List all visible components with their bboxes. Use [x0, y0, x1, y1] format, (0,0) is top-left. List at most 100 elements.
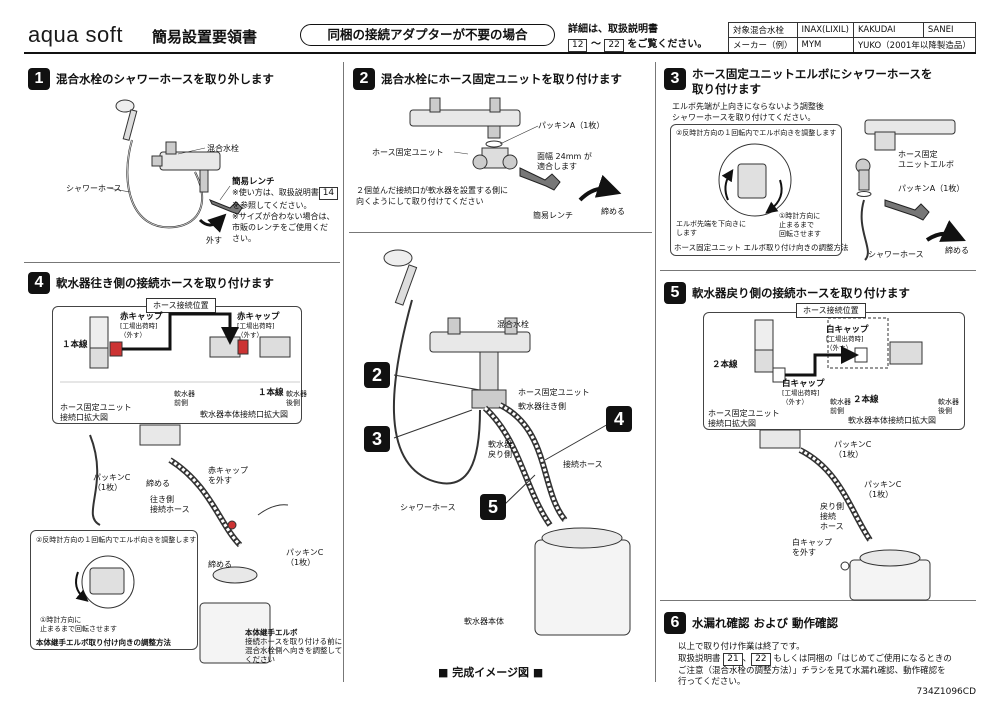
label-text: ホース固定ユニット [60, 403, 132, 412]
step-3-title: ホース固定ユニットエルボにシャワーホースを 取り付けます [692, 67, 932, 97]
label-packing-a: パッキンA（1枚） [898, 184, 965, 193]
label-width-2: 適合します [537, 162, 577, 171]
label-hose-fixing-unit: ホース固定ユニット [518, 388, 590, 397]
label-white-cap-remove: 白キャップ を外す [792, 538, 832, 558]
label-elbow: ホース固定 ユニットエルボ [898, 150, 954, 170]
ref-box: 21 [723, 653, 743, 666]
complete-image-illustration [383, 249, 631, 636]
label-text: 後側 [938, 407, 952, 415]
label-hose-fixing-unit: ホース固定ユニット [372, 148, 444, 157]
label-text: 軟水器 [938, 398, 959, 406]
label-text: 前側 [830, 407, 844, 415]
label-text: パッキンC [286, 548, 324, 557]
body-text: ご注意（混合水栓の調整方法）」チラシを見て水漏れ確認、動作確認を [678, 666, 946, 676]
body-view-caption: 軟水器本体接続口拡大図 [200, 410, 288, 419]
table-cell: SANEI [922, 22, 976, 38]
step-4-illustration [89, 424, 289, 664]
label-back: 軟水器 後側 [938, 398, 959, 416]
row-divider [24, 262, 340, 263]
body-text: 取扱説明書 [678, 654, 721, 664]
label-connection-hose: 接続ホース [563, 460, 603, 469]
label-text: ホース固定ユニット [708, 409, 780, 418]
note-text: ※サイズが合わない場合は、 [232, 212, 335, 221]
table-cell: INAX(LIXIL) [796, 22, 854, 38]
label-wrench: 簡易レンチ [533, 211, 573, 220]
label-wrench: 簡易レンチ [232, 177, 275, 187]
label-shower-hose: シャワーホース [868, 250, 924, 259]
label-tighten: 締める [945, 246, 969, 255]
marker-3: 3 [364, 426, 390, 452]
label-text: パッキンC [93, 473, 131, 482]
inset-text: 回転させます [779, 230, 821, 238]
step-5-connection-diagram [754, 317, 923, 383]
body-elbow-diagram [75, 555, 135, 609]
label-packing-c2: パッキンC （1枚） [286, 548, 323, 568]
body-elbow-note: 本体継手エルボ 接続ホースを取り付ける前に 混合水栓側へ向きを調整して ください [245, 628, 342, 664]
table-cell: 対象混合水栓 [728, 22, 798, 38]
document-code: 734Z1096CD [916, 687, 976, 697]
red-cap-left: 赤キャップ [工場出荷時] （外す） [120, 313, 163, 340]
column-divider [655, 62, 656, 682]
inset-text: 止まるまで [779, 221, 814, 229]
label-text: 戻り側 [488, 450, 512, 459]
body-text: もしくは同梱の「はじめてご使用になるときの [773, 654, 952, 664]
label-supply-side: 軟水器往き側 [518, 402, 566, 411]
label-text: 軟水器 [174, 390, 195, 398]
ref-page-from: 12 [568, 39, 588, 52]
note-text: ※使い方は、取扱説明書 [232, 188, 319, 197]
label-tighten-2: 締める [208, 560, 232, 569]
inset-bottom: ①時計方向に 止まるまで回転させます [40, 616, 117, 634]
note-text: を参照してください。 [232, 201, 312, 210]
body-view-caption: 軟水器本体接続口拡大図 [848, 416, 936, 425]
step-1-title: 混合水栓のシャワーホースを取り外します [56, 72, 274, 86]
label-text: （外す） [782, 398, 808, 406]
step-2-illustration [409, 97, 622, 202]
step-2-title: 混合水栓にホース固定ユニットを取り付けます [381, 72, 622, 86]
header-divider [24, 52, 976, 54]
step-4-number: 4 [28, 272, 50, 294]
step-2-note: ２個並んだ接続口が軟水器を設置する側に 向くようにして取り付けてください [356, 185, 508, 207]
label-packing-c-2: パッキンC （1枚） [864, 480, 901, 500]
unit-view-caption: ホース固定ユニット 接続口拡大図 [708, 409, 780, 429]
label-text: 接続 [820, 512, 836, 521]
label-one-line: １本線 [62, 340, 88, 350]
inset-caption: 本体継手エルボ取り付け向きの調整方法 [36, 638, 171, 647]
complete-image-caption: ■ 完成イメージ図 ■ [438, 666, 544, 679]
label-width-1: 面幅 24mm が [537, 152, 592, 161]
label-text: を外す [208, 476, 232, 485]
label-text: （1枚） [93, 483, 123, 492]
table-cell: KAKUDAI [852, 22, 924, 38]
note-ref-box: 14 [318, 187, 339, 200]
ref-line1: 詳細は、取扱説明書 [568, 24, 658, 35]
label-text: [工場出荷時] [782, 389, 820, 397]
label-front: 軟水器 前側 [830, 398, 851, 416]
inset-text: エルボ先端を下向きに [676, 220, 746, 228]
step-3-illustration [855, 119, 966, 261]
label-red-cap-remove: 赤キャップ を外す [208, 466, 248, 486]
label-text: 白キャップ [826, 325, 869, 335]
label-faucet: 混合水栓 [207, 144, 239, 153]
label-text: （外す） [826, 344, 852, 352]
label-text: 混合水栓側へ向きを調整して [245, 646, 343, 655]
label-text: 往き側 [150, 495, 174, 504]
label-packing-a: パッキンA（1枚） [538, 121, 605, 130]
note-text: シャワーホースを取り付けてください。 [672, 113, 816, 122]
note-text: エルボ先端が上向きにならないよう調整後 [672, 102, 824, 111]
label-front: 軟水器 前側 [174, 390, 195, 408]
step-1-illustration [107, 99, 243, 233]
step-5-illustration [759, 429, 931, 601]
marker-5: 5 [480, 494, 506, 520]
table-cell: メーカー（例） [728, 37, 798, 53]
label-shower-hose: シャワーホース [400, 503, 456, 512]
label-text: 接続口拡大図 [708, 419, 756, 428]
step-6-body: 以上で取り付け作業は終了です。 取扱説明書 21、22 もしくは同梱の「はじめて… [678, 642, 978, 688]
table-row: 対象混合水栓 INAX(LIXIL) KAKUDAI SANEI [728, 22, 976, 38]
inset-top-text: ②反時計方向の１回転内でエルボ向きを調整します [676, 129, 837, 137]
label-text: 白キャップ [792, 538, 832, 547]
subtitle-pill: 同梱の接続アダプターが不要の場合 [300, 24, 555, 46]
inset-caption: ホース固定ユニット エルボ取り付け向きの調整方法 [674, 243, 849, 252]
label-text: 赤キャップ [120, 312, 163, 322]
label-back: 軟水器 後側 [286, 390, 307, 408]
label-text: ホース固定 [898, 150, 938, 159]
